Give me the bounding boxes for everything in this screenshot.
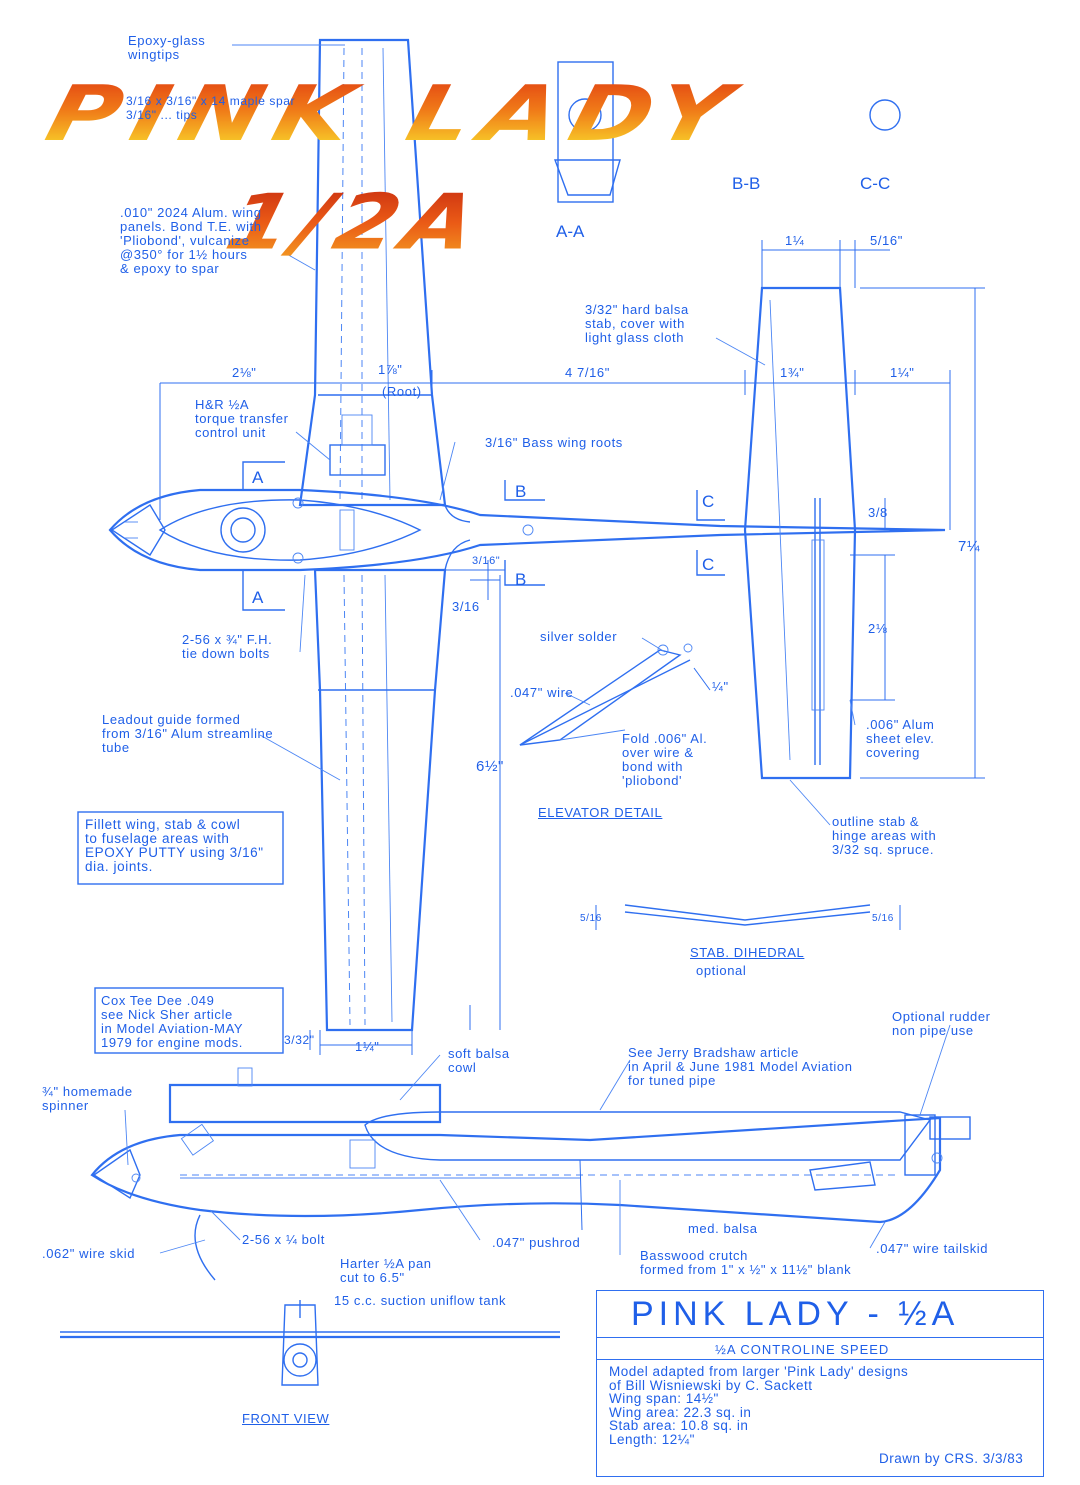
label-pan: Harter ½A pan cut to 6.5" (340, 1256, 432, 1285)
inset-label-b-b: B-B (732, 174, 761, 193)
stab-dihedral-right: 5/16 (872, 913, 894, 924)
section-mark-a-top: A (252, 468, 264, 487)
dim-6-1-2: 6½" (476, 758, 504, 775)
label-leadout-guide: Leadout guide formed from 3/16" Alum str… (102, 712, 274, 755)
dim-3-16-b: 3/16 (452, 599, 480, 614)
inset-sections (553, 61, 901, 203)
dim-3-8: 3/8 (868, 505, 888, 520)
dim-2-1-8: 2⅛" (232, 365, 257, 380)
fuselage-top-view (108, 488, 946, 572)
label-spar: 3/16 x 3/16" x 14 maple spar 3/16" ... t… (126, 94, 296, 122)
title-block-drawn-by: Drawn by CRS. 3/3/83 (879, 1451, 1024, 1466)
label-control-unit: H&R ½A torque transfer control unit (195, 397, 289, 440)
label-pushrod: .047" pushrod (492, 1235, 581, 1250)
label-elevator-wire: .047" wire (510, 685, 574, 700)
label-cowl: soft balsa cowl (448, 1046, 510, 1075)
dim-3-16-a: 3/16" (472, 555, 501, 567)
label-stab: 3/32" hard balsa stab, cover with light … (585, 302, 689, 345)
dim-1-7-8: 1⅞" (378, 362, 403, 377)
note-engine: Cox Tee Dee .049 see Nick Sher article i… (101, 993, 244, 1050)
section-mark-c-top: C (702, 492, 715, 511)
section-mark-b-bottom: B (515, 570, 527, 589)
label-bolt: 2-56 x ¼ bolt (242, 1232, 325, 1247)
note-fillet: Fillett wing, stab & cowl to fuselage ar… (85, 817, 264, 874)
dim-2-1-8-elev: 2⅛ (868, 621, 888, 636)
dim-1-1-4-stab: 1¼" (890, 365, 915, 380)
front-view-title: FRONT VIEW (242, 1411, 330, 1426)
label-tie-down-bolts: 2-56 x ¾" F.H. tie down bolts (182, 632, 273, 661)
label-wing-panels: .010" 2024 Alum. wing panels. Bond T.E. … (120, 205, 262, 276)
label-elevator-covering: .006" Alum sheet elev. covering (866, 717, 935, 760)
title-block-title: PINK LADY - ½A (631, 1295, 960, 1333)
front-view-drawing (60, 1300, 560, 1386)
stab-dihedral-title: STAB. DIHEDRAL (690, 945, 805, 960)
stab-dihedral-drawing (595, 904, 901, 930)
dim-1-3-4: 1¾" (780, 365, 805, 380)
section-mark-b-top: B (515, 482, 527, 501)
label-med-balsa: med. balsa (688, 1221, 758, 1236)
label-quarter: ¼" (712, 679, 729, 694)
inset-label-a-a: A-A (556, 222, 585, 241)
label-crutch: Basswood crutch formed from 1" x ½" x 11… (640, 1248, 852, 1277)
label-wing-roots: 3/16" Bass wing roots (485, 435, 623, 450)
label-wire-skid: .062" wire skid (42, 1246, 136, 1261)
label-wingtips: Epoxy-glass wingtips (128, 33, 206, 62)
dim-5-16-top: 5/16" (870, 233, 903, 248)
label-silver-solder: silver solder (540, 629, 618, 644)
label-spinner: ¾" homemade spinner (42, 1084, 133, 1113)
label-tank: 15 c.c. suction uniflow tank (334, 1293, 507, 1308)
fuselage-side-view (90, 1067, 971, 1281)
dim-4-7-16: 4 7/16" (565, 365, 610, 380)
section-arrows (242, 461, 725, 611)
label-outline-stab: outline stab & hinge areas with 3/32 sq.… (832, 814, 937, 857)
dim-1-1-4-tip: 1¼" (355, 1039, 380, 1054)
elevator-detail-title: ELEVATOR DETAIL (538, 805, 663, 820)
dim-7-1-4: 7¼ (958, 538, 981, 555)
section-mark-a-bottom: A (252, 588, 264, 607)
title-block-body: Model adapted from larger 'Pink Lady' de… (609, 1364, 909, 1447)
dim-3-32: 3/32" (284, 1033, 315, 1047)
section-mark-c-bottom: C (702, 555, 715, 574)
title-block-subtitle: ½A CONTROLINE SPEED (715, 1342, 890, 1357)
label-tailskid: .047" wire tailskid (876, 1241, 989, 1256)
dim-1-1-4-top: 1¼ (785, 233, 805, 248)
title-block: PINK LADY - ½A ½A CONTROLINE SPEED Model… (596, 1290, 1044, 1477)
label-tuned-pipe: See Jerry Bradshaw article in April & Ju… (628, 1045, 853, 1088)
label-rudder: Optional rudder non pipe use (892, 1009, 991, 1038)
label-fold: Fold .006" Al. over wire & bond with 'pl… (622, 731, 708, 788)
elevator-detail-drawing (519, 643, 711, 746)
leader-lines (124, 44, 951, 1255)
dim-root: (Root) (382, 384, 422, 399)
dimension-lines (159, 240, 985, 1055)
stab-dihedral-left: 5/16 (580, 913, 602, 924)
stab-dihedral-optional: optional (696, 963, 747, 978)
note-boxes (77, 811, 284, 1054)
inset-label-c-c: C-C (860, 174, 891, 193)
